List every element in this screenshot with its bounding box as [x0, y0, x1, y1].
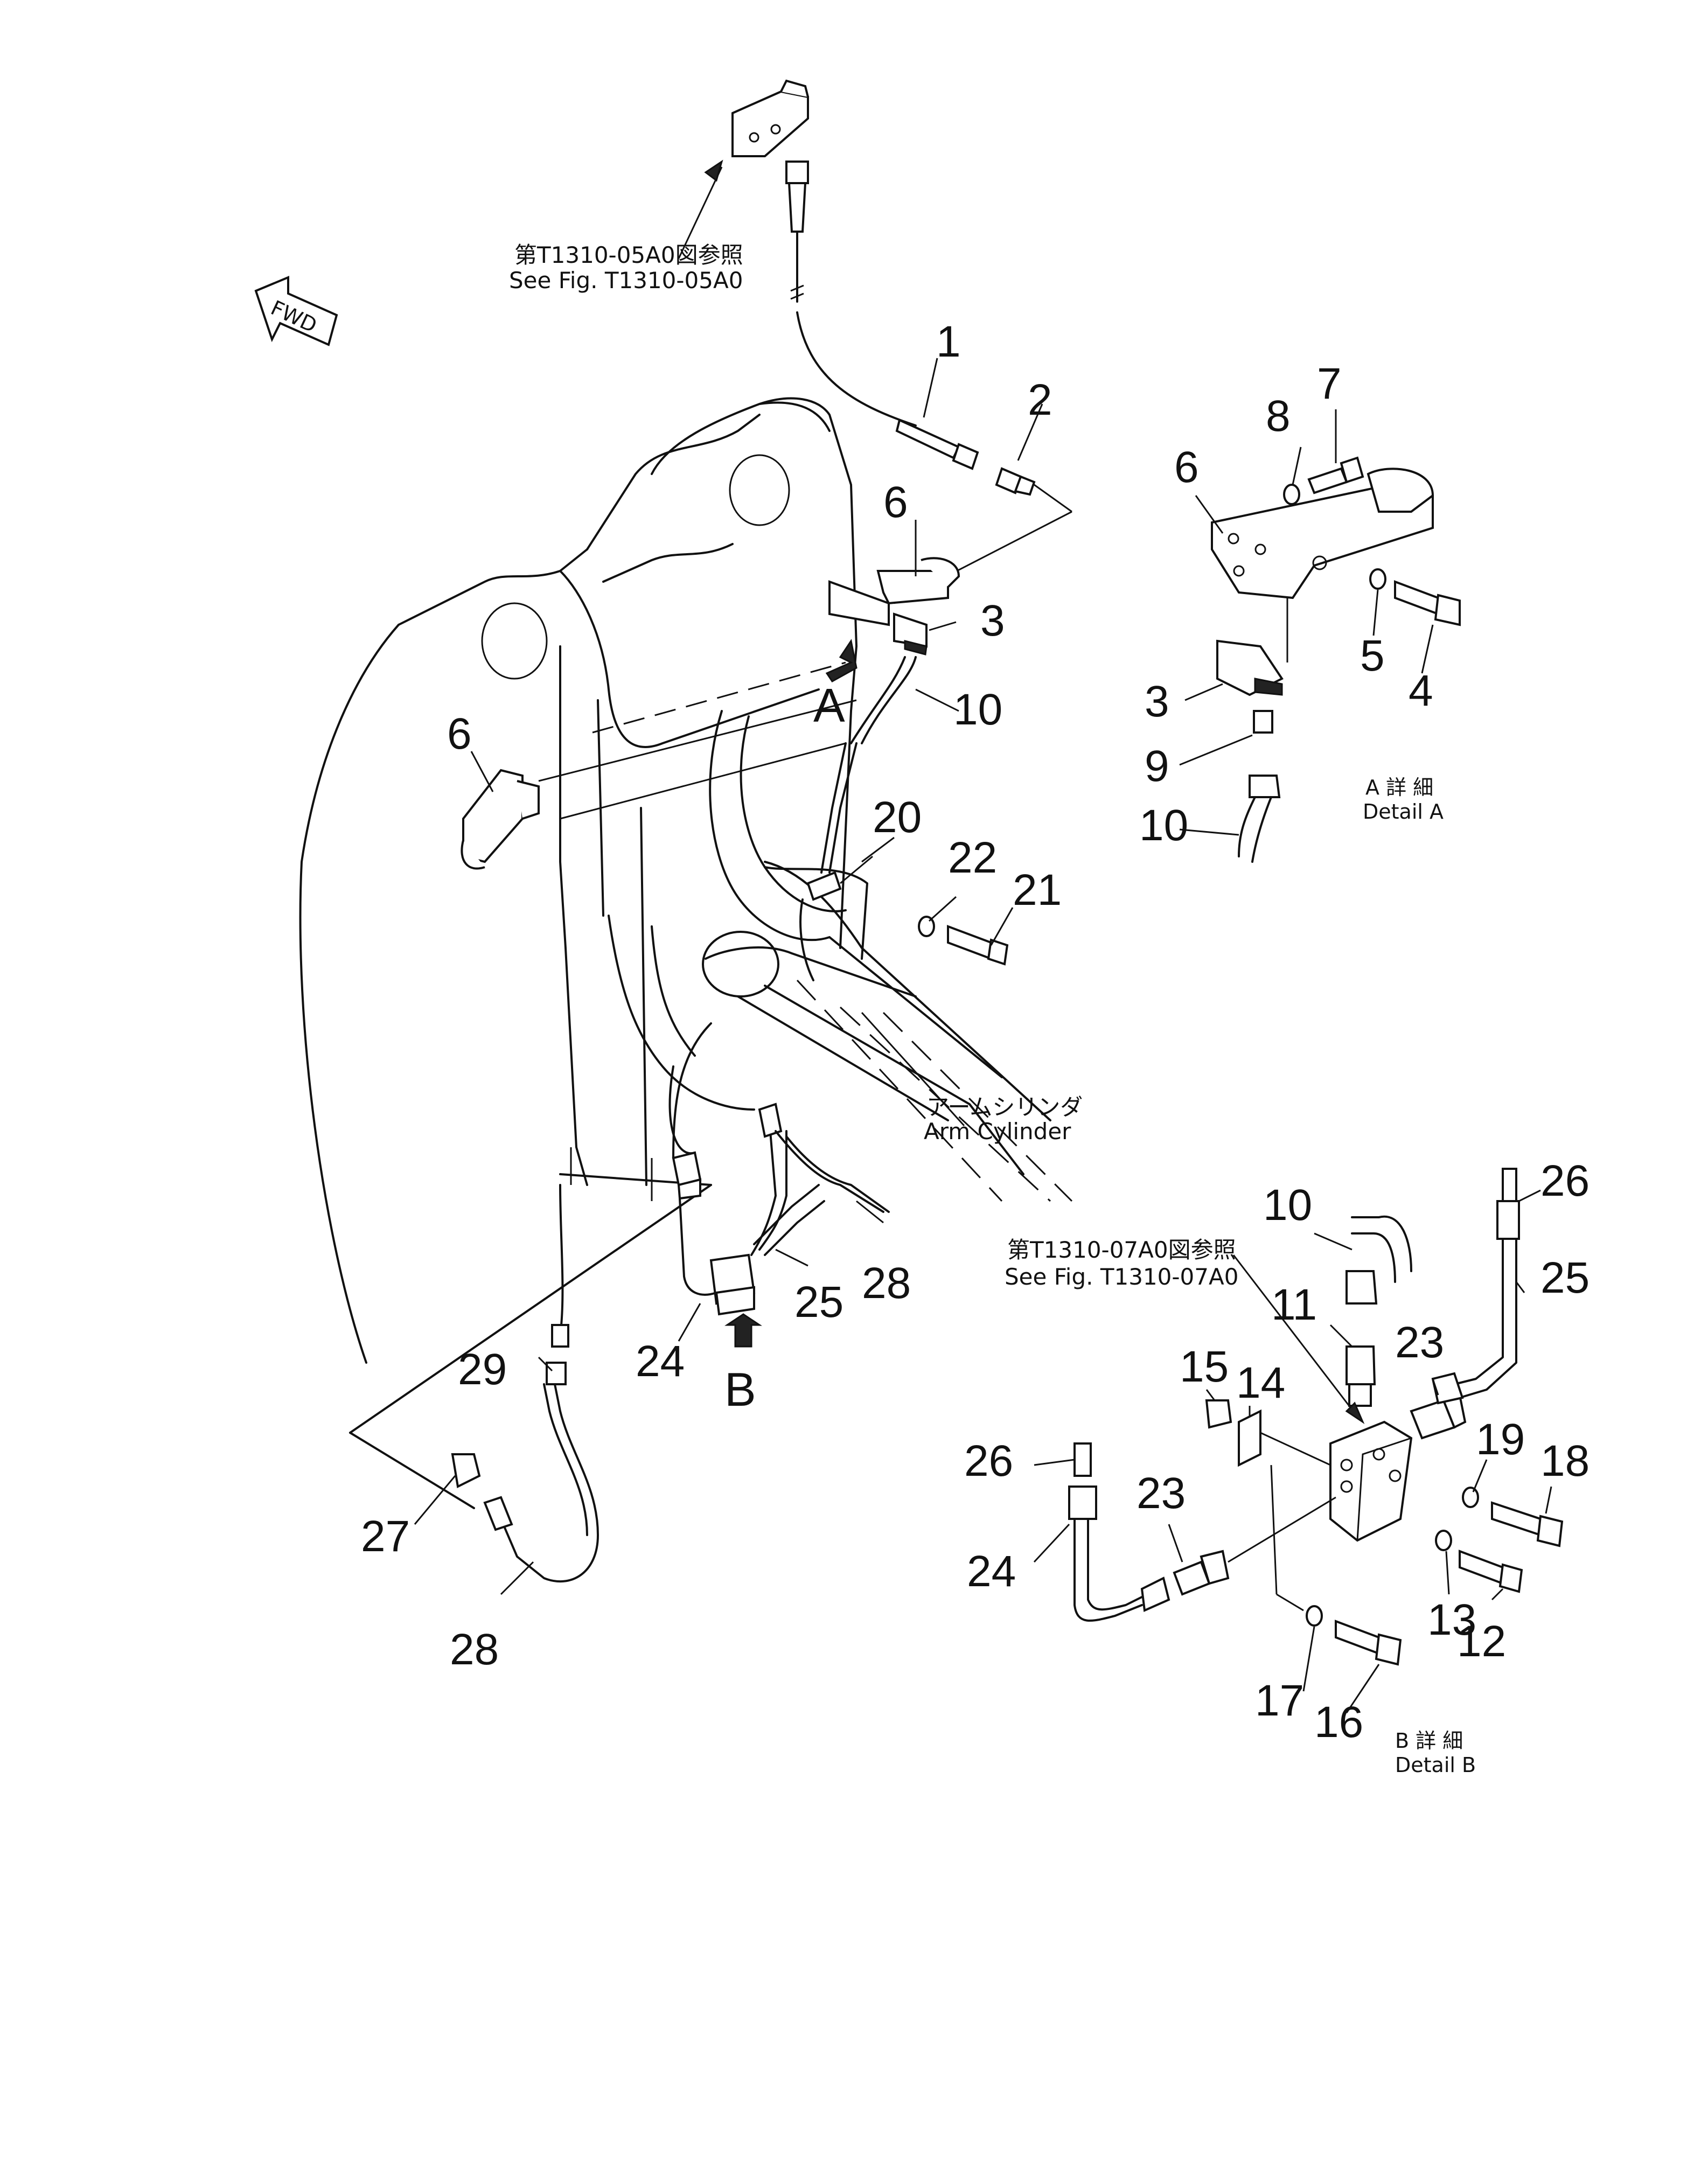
part-label-11: 11 — [1271, 1280, 1317, 1329]
view-a-label: A — [813, 679, 845, 732]
view-b-arrow — [724, 1313, 762, 1348]
part-label-27: 27 — [361, 1512, 410, 1561]
part-label-28-mid: 28 — [862, 1259, 911, 1308]
part-label-15: 15 — [1180, 1342, 1229, 1391]
upper-bracket-reference — [678, 79, 917, 427]
part-label-16: 16 — [1314, 1698, 1363, 1747]
detail-a-en: Detail A — [1363, 800, 1444, 824]
arm-cylinder-en: Arm Cylinder — [924, 1118, 1071, 1145]
part-label-21: 21 — [1013, 866, 1062, 915]
part-label-24-mid: 24 — [636, 1337, 685, 1386]
part-label-10-detail-b: 10 — [1263, 1181, 1312, 1230]
clamp-group-20-21-22 — [806, 855, 1009, 966]
reference-mid-en: See Fig. T1310-07A0 — [1005, 1264, 1238, 1290]
part-label-1: 1 — [936, 317, 961, 366]
part-label-25-right: 25 — [1540, 1253, 1590, 1302]
part-label-22: 22 — [948, 833, 997, 882]
part-number-labels: 1 2 3 6 6 10 20 22 21 28 25 24 29 27 28 … — [361, 317, 1590, 1747]
part-label-4: 4 — [1409, 666, 1433, 715]
part-label-2: 2 — [1028, 375, 1052, 424]
reference-notes: 第T1310-05A0図参照 See Fig. T1310-05A0 第T131… — [509, 242, 1476, 1777]
part-label-14: 14 — [1236, 1358, 1285, 1407]
part-label-9: 9 — [1145, 742, 1169, 791]
part-label-5: 5 — [1360, 631, 1385, 680]
part-label-3-detail: 3 — [1145, 677, 1169, 726]
detail-b-jp: B 詳 細 — [1395, 1729, 1463, 1753]
view-b-label: B — [724, 1363, 756, 1416]
part-label-6-detail: 6 — [1174, 443, 1199, 492]
leader-lines — [414, 358, 1552, 1713]
part-label-6-upper: 6 — [883, 478, 908, 527]
part-label-12: 12 — [1457, 1617, 1506, 1666]
part-label-7: 7 — [1317, 359, 1342, 408]
bracket-part-6-upper — [820, 557, 960, 874]
part-label-23-left: 23 — [1137, 1469, 1186, 1518]
part-label-29: 29 — [458, 1345, 507, 1394]
part-label-28-left: 28 — [450, 1625, 499, 1674]
arm-cylinder-jp: アームシリンダ — [926, 1094, 1083, 1120]
reference-top-en: See Fig. T1310-05A0 — [509, 267, 743, 294]
part-label-6-left: 6 — [447, 709, 472, 758]
part-label-25-mid: 25 — [794, 1278, 843, 1327]
part-label-3: 3 — [980, 596, 1005, 645]
part-label-23-right: 23 — [1395, 1318, 1444, 1367]
part-label-17: 17 — [1255, 1676, 1304, 1725]
part-label-8: 8 — [1266, 392, 1291, 441]
reference-top-jp: 第T1310-05A0図参照 — [514, 242, 743, 268]
part-label-20: 20 — [873, 793, 922, 842]
part-label-26-left: 26 — [964, 1436, 1013, 1485]
detail-a-assembly — [1211, 456, 1461, 863]
detail-b-assembly — [1068, 1168, 1564, 1666]
bracket-part-6-left — [461, 769, 540, 870]
part-label-13: 13 — [1427, 1595, 1476, 1644]
reference-mid-jp: 第T1310-07A0図参照 — [1007, 1237, 1236, 1263]
part-label-10-detail-a: 10 — [1139, 801, 1188, 850]
part-label-24-left: 24 — [967, 1547, 1016, 1596]
hose-part-28-left — [451, 1324, 599, 1583]
detail-b-en: Detail B — [1395, 1753, 1476, 1777]
part-label-26-right: 26 — [1540, 1156, 1590, 1205]
part-label-19: 19 — [1476, 1415, 1525, 1464]
arm-body — [299, 397, 1073, 1509]
detail-a-jp: A 詳 細 — [1365, 776, 1433, 799]
hose-assembly-lower — [559, 1022, 890, 1337]
view-a-arrow — [825, 639, 858, 682]
part-label-10: 10 — [953, 685, 1002, 734]
part-label-18: 18 — [1540, 1436, 1590, 1485]
hose-part-1 — [894, 419, 1072, 604]
fwd-arrow: FWD — [254, 276, 338, 346]
